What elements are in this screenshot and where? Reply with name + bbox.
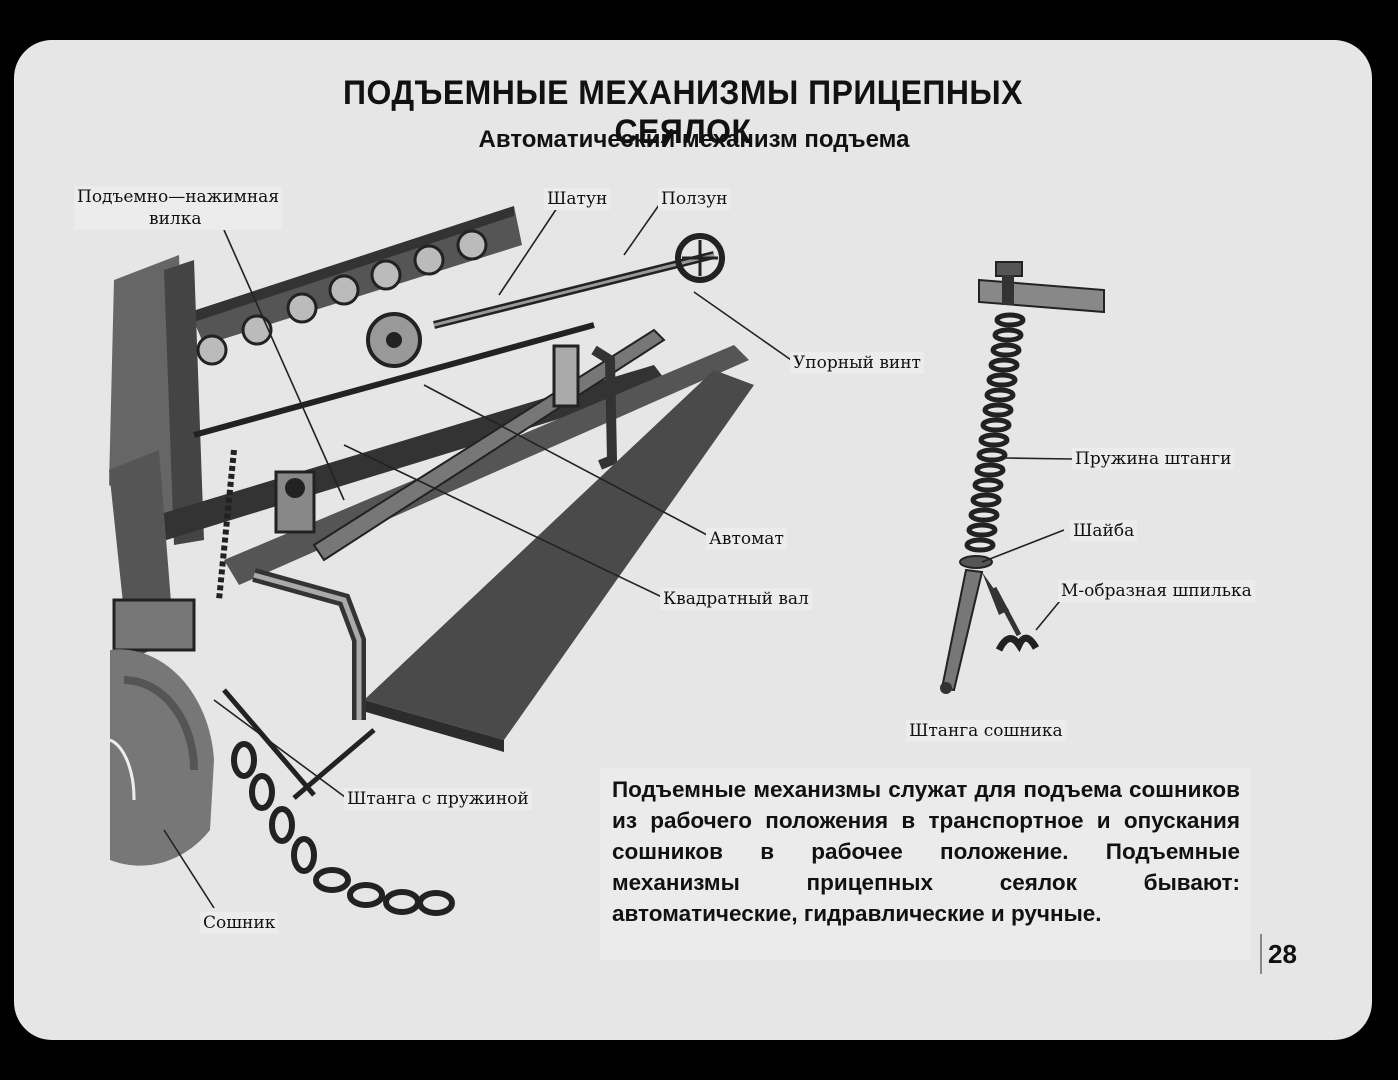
label-square-shaft: Квадратный вал [660, 588, 812, 610]
description-text: Подъемные механизмы служат для подъема с… [600, 768, 1250, 960]
slide: ПОДЪЕМНЫЕ МЕХАНИЗМЫ ПРИЦЕПНЫХ СЕЯЛОК Авт… [14, 40, 1372, 1040]
label-stop-screw: Упорный винт [790, 352, 924, 374]
coulter-bar-drawing [940, 261, 1105, 694]
label-bar-with-spring: Штанга с пружиной [344, 788, 532, 810]
label-slider: Ползун [658, 188, 731, 210]
label-rod: Шатун [544, 188, 611, 210]
label-coulter-bar: Штанга сошника [906, 720, 1066, 742]
slide-subtitle: Автоматический механизм подъема [478, 126, 910, 153]
mechanism-illustration [109, 204, 1105, 916]
leader-lines [163, 204, 1073, 909]
seeder-drawing [109, 206, 754, 916]
label-coulter: Сошник [200, 912, 279, 934]
label-m-pin: М-образная шпилька [1058, 580, 1255, 602]
page-number: 28 [1260, 934, 1310, 974]
slide-title: ПОДЪЕМНЫЕ МЕХАНИЗМЫ ПРИЦЕПНЫХ СЕЯЛОК [343, 74, 1023, 151]
label-automat: Автомат [706, 528, 787, 550]
label-washer: Шайба [1070, 520, 1138, 542]
label-bar-spring: Пружина штанги [1072, 448, 1235, 470]
